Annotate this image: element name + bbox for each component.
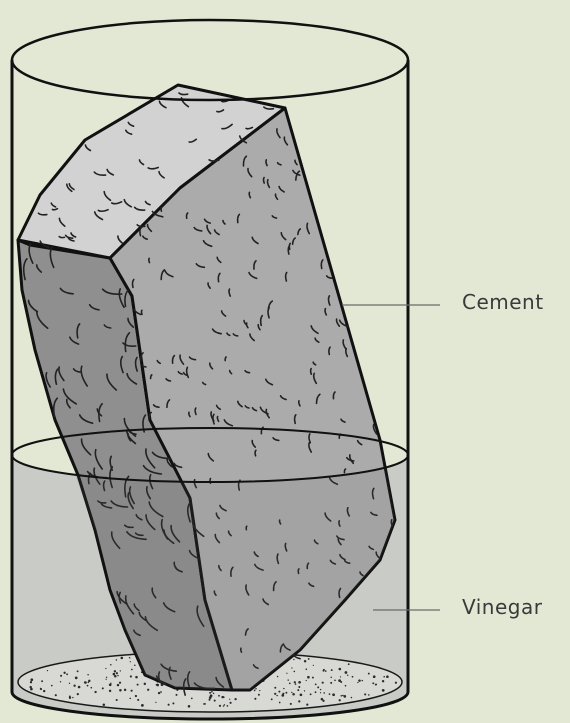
glass-rim <box>12 20 408 100</box>
cement-label: Cement <box>462 290 544 314</box>
vinegar-label: Vinegar <box>462 595 542 619</box>
